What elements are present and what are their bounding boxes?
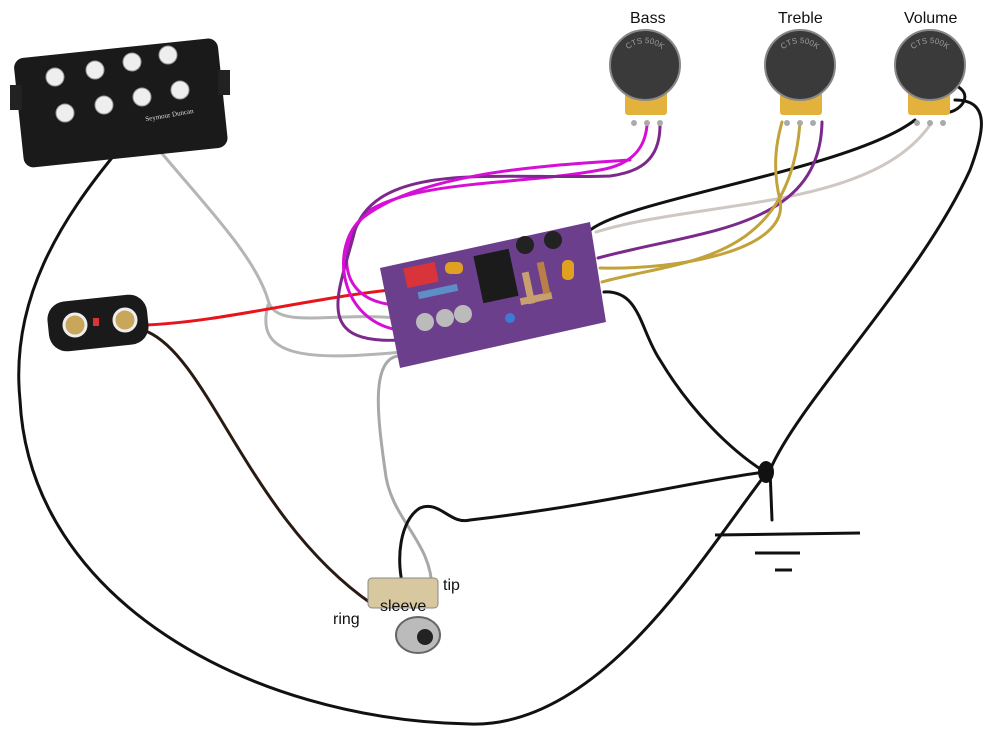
battery-negative-wire <box>146 330 374 606</box>
preamp-pcb <box>380 222 606 368</box>
jack-ring-label: ring <box>333 611 360 628</box>
pickup-hot-wire <box>153 143 400 320</box>
jack-tip-wire <box>376 354 434 592</box>
pot-volume: CTS 500K Volume <box>894 10 966 126</box>
treble-olive-wire-2 <box>600 120 802 284</box>
pickup: Seymour Duncan <box>10 38 230 168</box>
treble-purple-wire <box>596 120 824 260</box>
bass-pot-magenta-wire <box>345 123 649 307</box>
wires <box>17 83 983 726</box>
pot-volume-label: Volume <box>904 10 957 27</box>
pickup-ground-wire <box>17 146 767 726</box>
jack-sleeve-label: sleeve <box>380 598 426 615</box>
bass-pot-purple-wire <box>336 123 662 342</box>
jack-sleeve-wire <box>398 470 767 592</box>
volume-ground-wire <box>768 83 983 522</box>
pot-treble: CTS 500K Treble <box>764 10 836 126</box>
battery-positive-wire <box>143 288 392 327</box>
treble-olive-wire <box>598 120 784 270</box>
volume-black-wire <box>586 118 917 234</box>
battery-clip <box>47 294 149 352</box>
pcb-ground-wire <box>602 290 767 474</box>
pot-bass: CTS 500K Bass <box>609 10 681 126</box>
jack-tip-label: tip <box>443 577 460 594</box>
ground-junction <box>758 461 774 483</box>
bass-pot-purple-wire-2 <box>342 158 632 332</box>
ground-symbol <box>714 461 861 572</box>
pot-treble-label: Treble <box>778 10 823 27</box>
gray-jumper-wire <box>264 303 404 358</box>
output-jack: tip sleeve ring <box>333 577 460 654</box>
pole-pieces <box>45 45 190 123</box>
pot-bass-label: Bass <box>630 10 666 27</box>
